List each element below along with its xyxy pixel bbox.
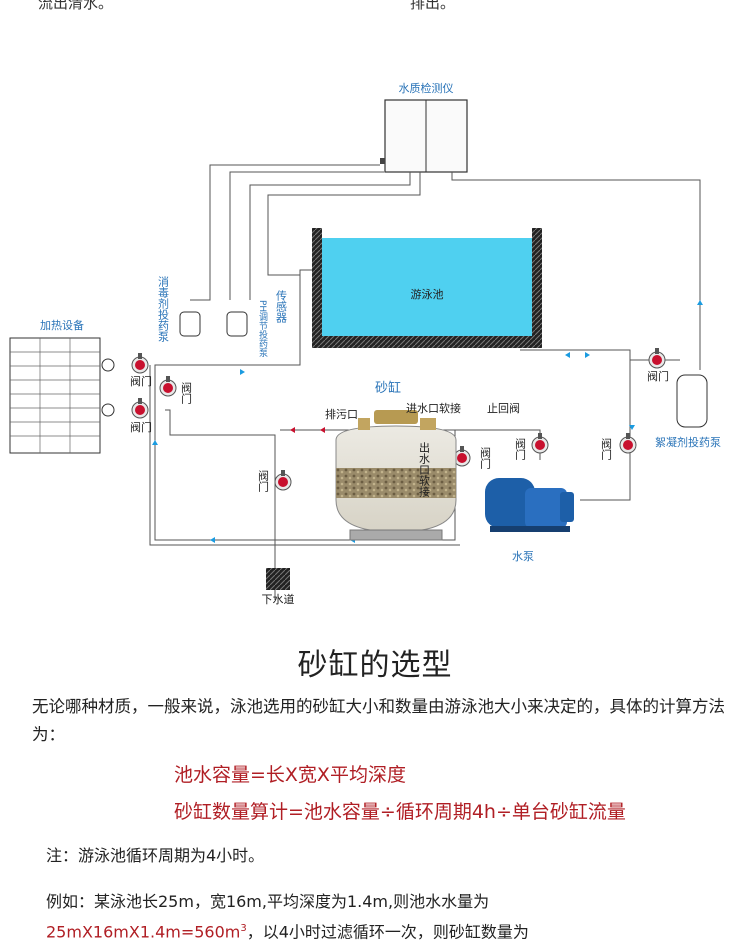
outlet-hose-label: 出水口软接 <box>418 441 431 498</box>
pool-label: 游泳池 <box>411 287 444 301</box>
example-line-2: 25mX16mX1.4m=560m3，以4小时过滤循环一次，则砂缸数量为 <box>46 915 736 945</box>
heater-label: 加热设备 <box>40 318 84 332</box>
intro-paragraph: 无论哪种材质，一般来说，泳池选用的砂缸大小和数量由游泳池大小来决定的，具体的计算… <box>32 697 725 744</box>
ph-tank <box>226 311 248 337</box>
sand-filter-label: 砂缸 <box>375 380 401 396</box>
example-paragraph: 例如：某泳池长25m，宽16m,平均深度为1.4m,则池水水量为 25mX16m… <box>46 888 736 945</box>
formula-pool-volume: 池水容量=长X宽X平均深度 <box>174 764 406 786</box>
flocculant-tank <box>676 374 708 428</box>
pool-system-diagram: 水质检测仪 游泳池 <box>9 81 721 606</box>
valve-bypass <box>159 375 177 397</box>
example-volume-unit-sup: 3 <box>240 923 247 934</box>
valve-check <box>531 432 549 454</box>
sewer-label: 下水道 <box>262 592 295 606</box>
valve-heater-top <box>131 352 149 374</box>
section-title: 砂缸的选型 <box>297 648 453 683</box>
valve-drain <box>274 469 292 491</box>
valve-label-7: 阀门 <box>600 437 613 461</box>
valve-label-2: 阀门 <box>130 420 152 434</box>
drain-arrows <box>290 427 325 433</box>
disinfectant-tank <box>179 311 201 337</box>
example-rest: ，以4小时过滤循环一次，则砂缸数量为 <box>246 922 529 942</box>
inlet-hose-label: 进水口软接 <box>406 401 461 415</box>
ph-pump-label: PH调节投药泵 <box>257 300 268 357</box>
swimming-pool <box>312 228 542 348</box>
pipe-network <box>149 164 701 600</box>
water-pump-label: 水泵 <box>512 550 534 563</box>
disinfectant-pump-label: 消毒剂投药泵 <box>157 275 170 342</box>
valve-label-1: 阀门 <box>130 374 152 388</box>
formula-filter-count: 砂缸数量算计=池水容量÷循环周期4h÷单台砂缸流量 <box>174 801 626 823</box>
top-text-fragment-right: 排出。 <box>410 0 456 12</box>
sand-filter <box>335 410 457 541</box>
note-circulation-cycle: 注：游泳池循环周期为4小时。 <box>46 846 265 865</box>
valve-label-5: 阀门 <box>479 446 492 470</box>
sensor-label: 传感器 <box>275 290 288 324</box>
drain-port-label: 排污口 <box>325 407 358 421</box>
valve-label-3: 阀门 <box>180 381 193 405</box>
example-volume-calc: 25mX16mX1.4m=560m <box>46 922 241 942</box>
valve-return <box>619 432 637 454</box>
example-line-1: 例如：某泳池长25m，宽16m,平均深度为1.4m,则池水水量为 <box>46 892 490 911</box>
valve-label-6: 阀门 <box>514 437 527 461</box>
top-text-fragment-left: 流出清水。 <box>38 0 114 12</box>
valve-heater-bottom <box>131 397 149 419</box>
water-quality-monitor-label: 水质检测仪 <box>399 81 454 95</box>
check-valve-label: 止回阀 <box>487 401 520 415</box>
flocculant-pump-label: 絮凝剂投药泵 <box>655 435 721 449</box>
valve-flocculant <box>648 347 666 369</box>
heater-unit <box>9 337 115 454</box>
valve-label-8: 阀门 <box>647 369 669 383</box>
water-quality-monitor <box>380 99 468 173</box>
sewer <box>266 568 290 590</box>
valve-label-4: 阀门 <box>257 469 270 493</box>
water-pump <box>485 478 574 532</box>
flow-arrows <box>152 300 703 543</box>
